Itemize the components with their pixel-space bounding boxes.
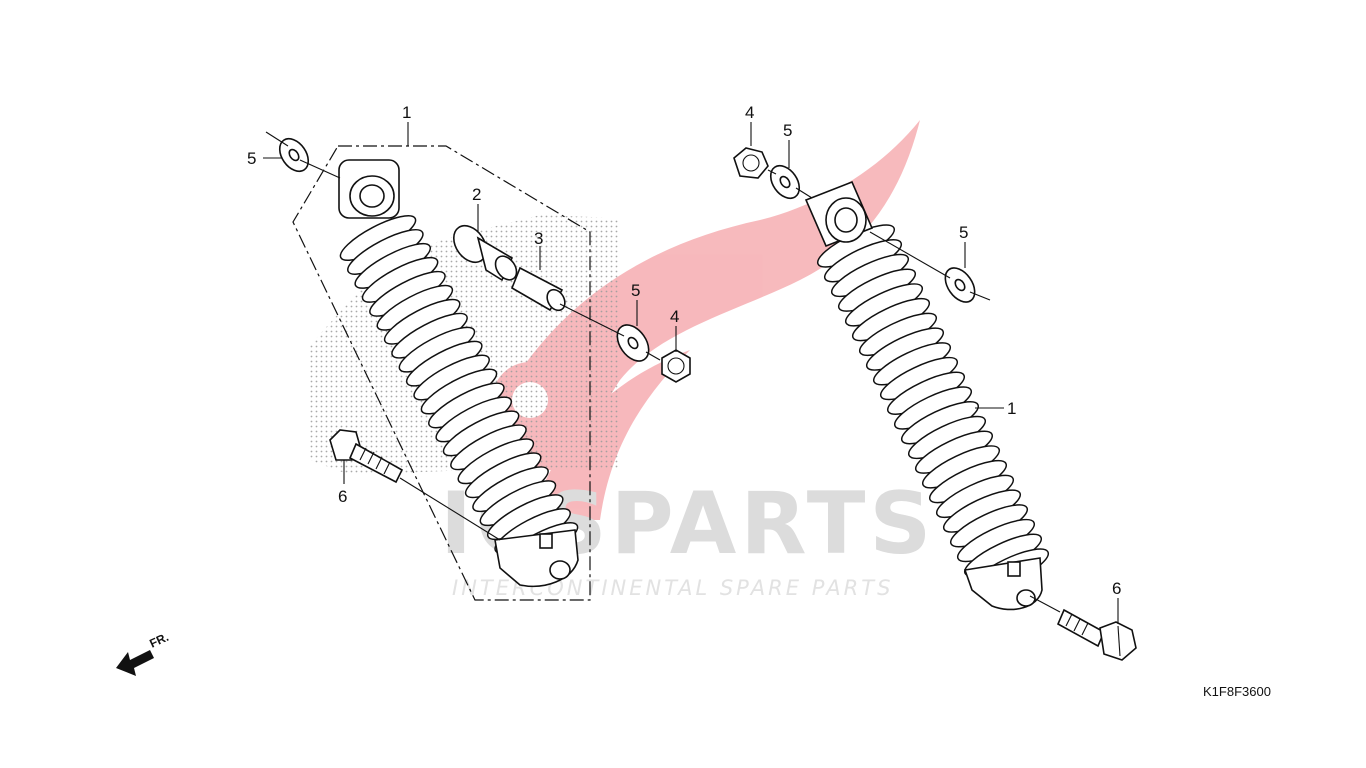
callout-leaders: [263, 122, 1119, 624]
washer-left-top: [278, 137, 310, 173]
left-shock-absorber: [338, 159, 579, 587]
bottom-eye: [494, 529, 579, 587]
diagram-code: K1F8F3600: [1203, 684, 1271, 699]
assembly-group-outline: [292, 145, 591, 601]
callout-washer-left-top: 5: [247, 149, 256, 168]
nut-left: [661, 349, 691, 383]
left-axis-lines: [265, 131, 661, 541]
nut-right: [733, 147, 769, 179]
callout-nut-right: 4: [745, 103, 754, 122]
callout-washer-right-top: 5: [783, 121, 792, 140]
callout-right-shock: 1: [1007, 399, 1016, 418]
right-axis-lines: [767, 169, 1061, 613]
direction-label: FR.: [147, 630, 170, 651]
collar-3: [511, 266, 566, 312]
front-direction-indicator: FR.: [116, 630, 171, 676]
callout-bolt-right: 6: [1112, 579, 1121, 598]
bolt-right: [1056, 608, 1137, 661]
washer-right-top: [769, 164, 801, 200]
top-eye-right: [804, 180, 874, 248]
callout-collar-2: 2: [472, 185, 481, 204]
collar-2: [452, 224, 518, 282]
bottom-eye-right: [963, 557, 1043, 611]
callout-washer-right-side: 5: [959, 223, 968, 242]
callout-bolt-left: 6: [338, 487, 347, 506]
arrow-left-icon: [116, 650, 154, 676]
callout-collar-3: 3: [534, 229, 543, 248]
washer-left-mid: [616, 324, 650, 362]
top-eye: [338, 159, 400, 219]
bolt-left: [329, 429, 404, 484]
callout-left-shock: 1: [402, 103, 411, 122]
callout-nut-left: 4: [670, 307, 679, 326]
callout-washer-left-mid: 5: [631, 281, 640, 300]
right-shock-absorber: [804, 180, 1050, 611]
washer-right-side: [944, 267, 976, 303]
